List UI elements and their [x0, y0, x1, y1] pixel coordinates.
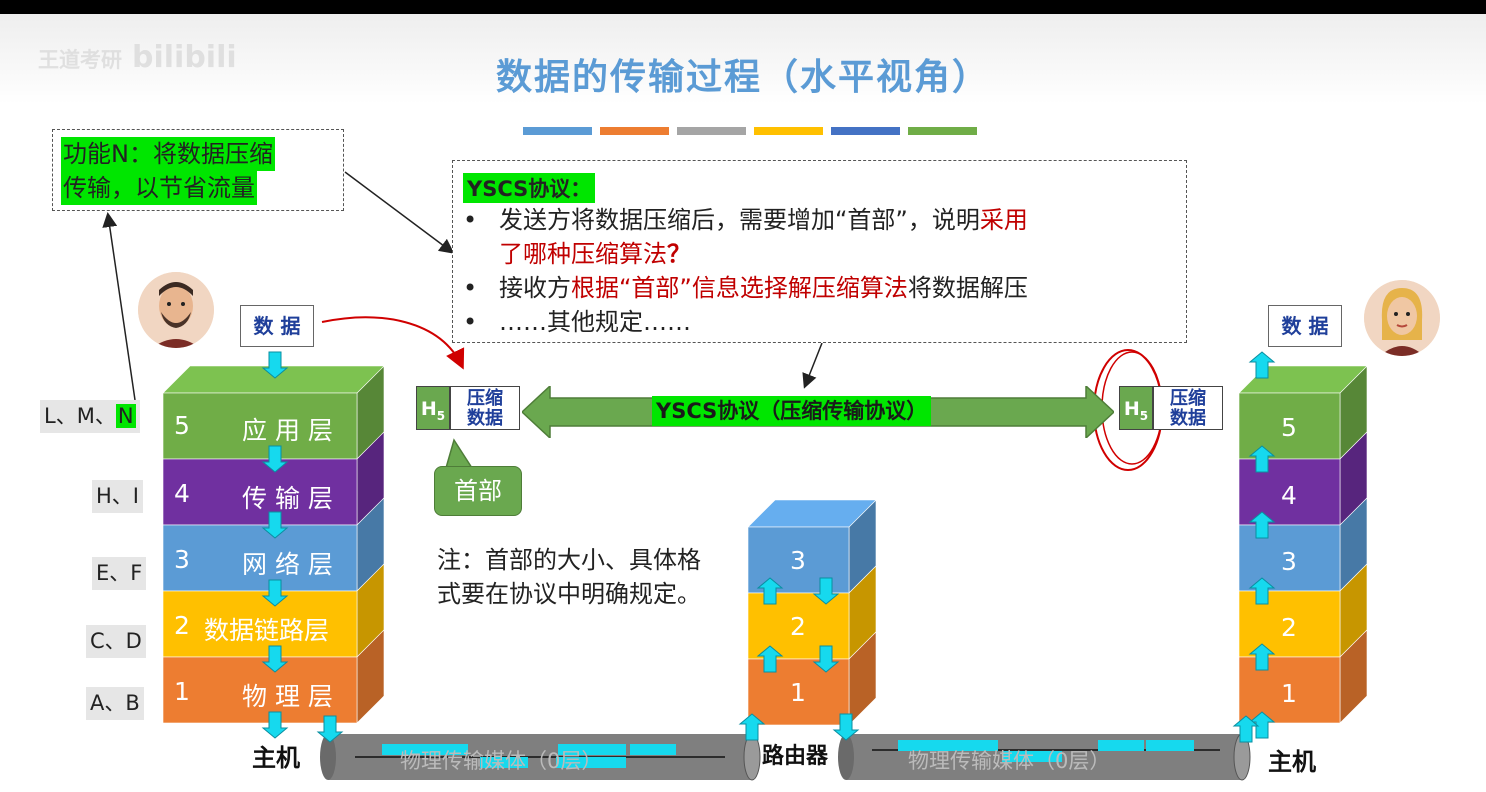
medium-left-cylinder	[320, 733, 761, 781]
color-bar-segment	[523, 127, 592, 135]
receiver-layer-block	[1238, 365, 1368, 460]
sender-down-arrow	[261, 445, 289, 473]
woman-face-icon	[1364, 280, 1440, 356]
router-up-arrow	[756, 645, 784, 673]
router-layer-2: 2	[790, 612, 806, 641]
note-text: 注：首部的大小、具体格式要在协议中明确规定。	[437, 546, 701, 608]
router-layer-1: 1	[790, 678, 806, 707]
medium-right-caption: 物理传输媒体（0层）	[908, 749, 1111, 773]
sender-layer-block	[162, 629, 385, 724]
receiver-avatar	[1364, 280, 1440, 356]
sender-layer-block	[162, 365, 385, 460]
medium-to-router-arrow	[738, 713, 766, 741]
label-ef: E、F	[92, 557, 147, 590]
protocol-box: YSCS协议： •发送方将数据压缩后，需要增加“首部”，说明采用 了哪种压缩算法…	[452, 160, 1187, 343]
label-lmn: L、M、N	[40, 400, 140, 433]
sender-layer-3-name: 网 络 层	[242, 550, 333, 579]
sender-down-arrow	[261, 351, 289, 379]
receiver-up-arrow	[1248, 577, 1276, 605]
color-bar-segment	[600, 127, 669, 135]
receiver-up-arrow	[1248, 711, 1276, 739]
data-to-packet-red-arrow	[321, 316, 465, 370]
slide-title: 数据的传输过程（水平视角）	[495, 57, 990, 98]
label-ab: A、B	[86, 687, 144, 720]
sender-layer-block	[162, 431, 385, 526]
packet-right-payload: 压缩数据	[1153, 386, 1223, 430]
sender-to-medium-arrow	[316, 715, 344, 743]
color-bar-segment	[831, 127, 900, 135]
router-to-medium-arrow	[832, 713, 860, 741]
receiver-layer-block	[1238, 629, 1368, 724]
function-box: 功能N：将数据压缩 传输，以节省流量	[52, 129, 344, 211]
n-to-func-arrow	[102, 212, 136, 401]
receiver-layer-block	[1238, 563, 1368, 658]
receiver-layer-3: 3	[1281, 547, 1297, 576]
label-hi: H、I	[92, 480, 143, 513]
medium-left-caption: 物理传输媒体（0层）	[400, 749, 603, 773]
sender-down-arrow	[261, 645, 289, 673]
sender-data-box: 数 据	[240, 305, 314, 347]
sender-layer-5-num: 5	[174, 411, 190, 440]
receiver-layer-block	[1238, 497, 1368, 592]
router-layer-block	[747, 499, 877, 594]
protocol-to-arrow-line	[802, 342, 823, 389]
man-face-icon	[138, 272, 214, 348]
sender-down-arrow	[261, 511, 289, 539]
medium-right-cylinder	[838, 733, 1251, 781]
router-label: 路由器	[762, 744, 829, 769]
title-color-bar	[523, 127, 977, 135]
sender-layer-3-num: 3	[174, 545, 190, 574]
sender-layer-1-name: 物 理 层	[242, 682, 333, 711]
router-layer-3: 3	[790, 546, 806, 575]
label-cd: C、D	[86, 625, 146, 658]
router-down-arrow	[812, 577, 840, 605]
router-down-arrow	[812, 645, 840, 673]
top-black-bar	[0, 0, 1486, 14]
sender-layer-4-num: 4	[174, 479, 190, 508]
header-callout: 首部	[434, 466, 522, 516]
func-to-protocol-arrow	[344, 171, 455, 254]
protocol-bullet-3: •……其他规定……	[463, 308, 691, 336]
receiver-up-arrow	[1248, 445, 1276, 473]
receiver-up-arrow	[1248, 511, 1276, 539]
sender-layer-2-num: 2	[174, 611, 190, 640]
sender-host-label: 主机	[252, 744, 300, 772]
color-bar-segment	[677, 127, 746, 135]
function-line-1: 功能N：将数据压缩	[61, 137, 275, 171]
sender-layer-1-num: 1	[174, 677, 190, 706]
receiver-host-label: 主机	[1268, 748, 1316, 776]
sender-down-arrow	[261, 711, 289, 739]
sender-layer-2-name: 数据链路层	[204, 616, 330, 645]
function-line-2: 传输，以节省流量	[61, 171, 257, 205]
protocol-bullet-1-cont: 了哪种压缩算法？	[499, 240, 691, 268]
medium-to-receiver-arrow	[1232, 715, 1260, 743]
receiver-up-arrow	[1248, 351, 1276, 379]
receiver-layer-4: 4	[1281, 481, 1297, 510]
packet-right-header: H5	[1119, 386, 1153, 430]
watermark-logo-text: bilibili	[132, 40, 237, 75]
color-bar-segment	[908, 127, 977, 135]
protocol-heading: YSCS协议：	[463, 173, 596, 203]
sender-avatar	[138, 272, 214, 348]
protocol-bullet-2: •接收方根据“首部”信息选择解压缩算法将数据解压	[463, 274, 1028, 302]
packet-left-header: H5	[416, 386, 450, 430]
receiver-layer-2: 2	[1281, 613, 1297, 642]
receiver-data-box: 数 据	[1268, 305, 1342, 347]
protocol-arrow-label: YSCS协议（压缩传输协议）	[652, 396, 932, 426]
sender-layer-5-name: 应 用 层	[242, 416, 333, 445]
receiver-layer-1: 1	[1281, 679, 1297, 708]
router-up-arrow	[756, 577, 784, 605]
sender-down-arrow	[261, 579, 289, 607]
watermark-user-text: 王道考研	[38, 48, 122, 72]
color-bar-segment	[754, 127, 823, 135]
sender-layer-4-name: 传 输 层	[242, 484, 333, 513]
receiver-layer-5: 5	[1281, 413, 1297, 442]
receiver-up-arrow	[1248, 643, 1276, 671]
sender-layer-block	[162, 563, 385, 658]
packet-left-payload: 压缩数据	[450, 386, 520, 430]
protocol-bullet-1: •发送方将数据压缩后，需要增加“首部”，说明采用	[463, 206, 1028, 234]
bilibili-watermark: 王道考研 bilibili	[38, 40, 288, 92]
